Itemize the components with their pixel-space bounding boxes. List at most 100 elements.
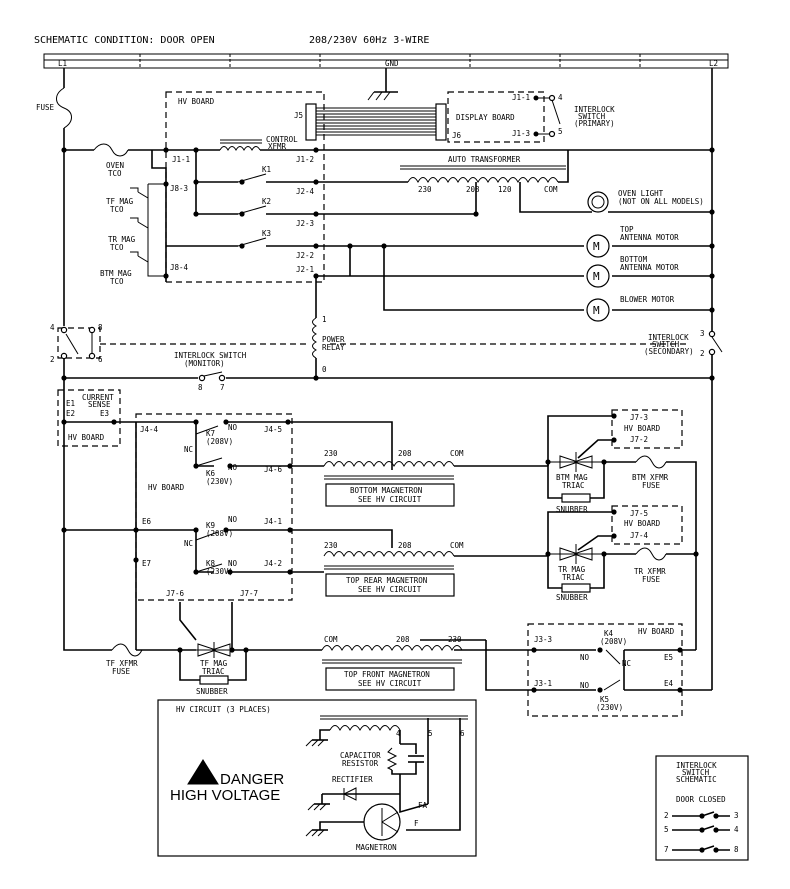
k7-contact bbox=[195, 425, 219, 435]
interlock-secondary-3: (SECONDARY) bbox=[644, 347, 694, 356]
il-mon-2: 2 bbox=[50, 355, 55, 364]
bottom-magnetron-label-2: SEE HV CIRCUIT bbox=[358, 495, 422, 504]
display-board bbox=[447, 91, 545, 143]
j2-2-label: J2-2 bbox=[296, 251, 314, 260]
is-2: 2 bbox=[664, 811, 669, 820]
tf-xfmr-fuse-1: TF XFMR bbox=[106, 659, 138, 668]
k8-contact bbox=[195, 563, 223, 573]
auto-transformer-label: AUTO TRANSFORMER bbox=[448, 155, 521, 164]
hv-board-right-1 bbox=[611, 409, 683, 449]
tr-mag-triac-icon bbox=[548, 544, 604, 564]
control-xfmr-coil bbox=[219, 146, 261, 152]
power-relay-pin-0: 0 bbox=[322, 365, 327, 374]
interlock-secondary-1: INTERLOCK bbox=[648, 333, 689, 342]
tr-mag-tco-label-1: TR MAG bbox=[108, 235, 136, 244]
tr-snubber-label: SNUBBER bbox=[556, 593, 588, 602]
j4-5-label: J4-5 bbox=[264, 425, 282, 434]
k2-label: K2 bbox=[262, 197, 271, 206]
tr-mag-coil bbox=[323, 551, 455, 558]
secondary-switch-pin-3 bbox=[708, 330, 716, 338]
bottom-magnetron-label-1: BOTTOM MAGNETRON bbox=[350, 486, 422, 495]
top-front-magnetron-box bbox=[325, 667, 455, 691]
tr-mag-tco-label-2: TCO bbox=[110, 243, 124, 252]
mon-pin-8: 8 bbox=[198, 383, 203, 392]
is-3: 3 bbox=[734, 811, 739, 820]
power-relay-coil bbox=[312, 317, 318, 359]
top-rear-magnetron-label-2: SEE HV CIRCUIT bbox=[358, 585, 422, 594]
hv-ground-2 bbox=[307, 794, 330, 811]
tf-tap-208: 208 bbox=[396, 635, 410, 644]
control-xfmr-label-1: CONTROL bbox=[266, 135, 298, 144]
hv-pin-4: 4 bbox=[396, 729, 401, 738]
magnetron-label: MAGNETRON bbox=[356, 843, 397, 852]
k7-voltage: (208V) bbox=[206, 437, 233, 446]
hv-board-k4-k5 bbox=[527, 623, 683, 717]
tr-xfmr-fuse-2: FUSE bbox=[642, 575, 661, 584]
is-title-3: SCHEMATIC bbox=[676, 775, 717, 784]
btm-snubber-label: SNUBBER bbox=[556, 505, 588, 514]
k9-voltage: (208V) bbox=[206, 529, 233, 538]
interlock-primary-3: (PRIMARY) bbox=[574, 119, 615, 128]
interlock-primary-1: INTERLOCK bbox=[574, 105, 615, 114]
e6-label: E6 bbox=[142, 517, 152, 526]
secondary-switch-blade bbox=[711, 336, 723, 353]
k8-label: K8 bbox=[206, 559, 216, 568]
k7-no: NO bbox=[228, 423, 238, 432]
primary-pin-5-label: 5 bbox=[558, 127, 563, 136]
bottom-antenna-motor-icon bbox=[586, 264, 610, 288]
bottom-antenna-label-1: BOTTOM bbox=[620, 255, 648, 264]
tf-xfmr-fuse-2: FUSE bbox=[112, 667, 131, 676]
display-board-label: DISPLAY BOARD bbox=[456, 113, 515, 122]
interlock-monitor-1: INTERLOCK SWITCH bbox=[174, 351, 247, 360]
top-antenna-motor-icon bbox=[586, 234, 610, 258]
tap-208: 208 bbox=[466, 185, 480, 194]
k6-contact bbox=[195, 457, 223, 467]
top-front-magnetron-label-2: SEE HV CIRCUIT bbox=[358, 679, 422, 688]
display-pin-j1-3 bbox=[533, 131, 539, 137]
j2-3-label: J2-3 bbox=[296, 219, 314, 228]
current-sense-board bbox=[57, 389, 121, 447]
is-title-2: SWITCH bbox=[682, 768, 710, 777]
btm-xfmr-fuse-1: BTM XFMR bbox=[632, 473, 669, 482]
interlock-monitor-switch bbox=[57, 327, 101, 359]
danger-label: DANGER bbox=[220, 771, 284, 788]
tr-xfmr-fuse-1: TR XFMR bbox=[634, 567, 666, 576]
k4-no: NO bbox=[580, 653, 590, 662]
k8-no: NO bbox=[228, 559, 238, 568]
high-voltage-label: HIGH VOLTAGE bbox=[170, 787, 280, 804]
f-label: F bbox=[414, 819, 419, 828]
blower-motor-icon bbox=[586, 298, 610, 322]
e1-label: E1 bbox=[66, 399, 75, 408]
e3-label: E3 bbox=[100, 409, 109, 418]
primary-switch-pin-4 bbox=[548, 94, 556, 102]
j8-3-label: J8-3 bbox=[170, 184, 188, 193]
tf-triac-label-1: TF MAG bbox=[200, 659, 228, 668]
hv-board-cs-label: HV BOARD bbox=[68, 433, 105, 442]
power-relay-label-2: RELAY bbox=[322, 343, 345, 352]
tf-mag-tco-label-1: TF MAG bbox=[106, 197, 134, 206]
btm-mag-tco-label-1: BTM MAG bbox=[100, 269, 132, 278]
rectifier-label: RECTIFIER bbox=[332, 775, 373, 784]
k1-label: K1 bbox=[262, 165, 271, 174]
secondary-switch-pin-2 bbox=[708, 348, 716, 356]
display-j1-1: J1-1 bbox=[512, 93, 530, 102]
display-j1-3: J1-3 bbox=[512, 129, 530, 138]
ground-symbol bbox=[367, 68, 398, 101]
capacitor-label-1: CAPACITOR bbox=[340, 751, 381, 760]
display-pin-j1-1 bbox=[533, 95, 539, 101]
door-closed-label: DOOR CLOSED bbox=[676, 795, 726, 804]
btm-tap-230: 230 bbox=[324, 449, 338, 458]
btm-mag-triac-icon bbox=[548, 452, 604, 472]
l1-label: L1 bbox=[58, 59, 67, 68]
power-relay-pin-1: 1 bbox=[322, 315, 327, 324]
bottom-magnetron-box bbox=[325, 483, 455, 507]
e7-label: E7 bbox=[142, 559, 151, 568]
svg-text:M: M bbox=[593, 240, 600, 253]
k7-nc: NC bbox=[184, 445, 193, 454]
fuse-main-symbol bbox=[56, 87, 72, 129]
mon-pin-7: 7 bbox=[220, 383, 225, 392]
k7-label: K7 bbox=[206, 429, 215, 438]
e2-label: E2 bbox=[66, 409, 75, 418]
